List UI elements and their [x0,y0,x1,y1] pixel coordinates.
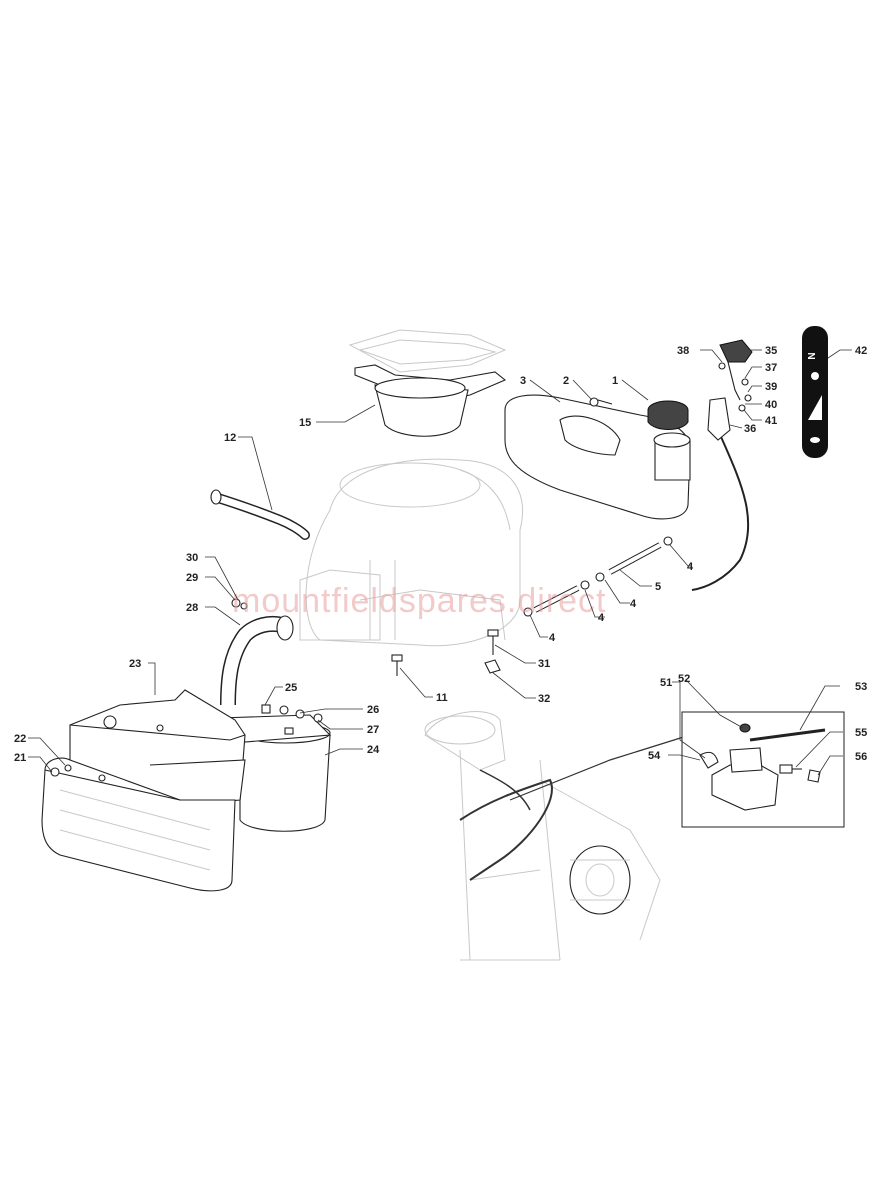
label-41: 41 [765,415,777,427]
label-21: 21 [14,752,26,764]
label-27: 27 [367,724,379,736]
breather-hose [210,489,310,540]
label-22: 22 [14,733,26,745]
label-36: 36 [744,423,756,435]
exhaust-fasteners [231,598,248,610]
label-40: 40 [765,399,777,411]
exhaust-pipe [220,615,294,706]
throttle-cable [691,397,750,591]
label-32: 32 [538,693,550,705]
tank-screw [589,397,613,407]
tractor-ghost-outline [424,711,691,961]
label-51: 51 [660,677,672,689]
engine-ghost-outline [299,329,523,647]
label-29: 29 [186,572,198,584]
label-37: 37 [765,362,777,374]
label-54: 54 [648,750,661,762]
label-23: 23 [129,658,141,670]
label-2: 2 [563,375,569,387]
label-1: 1 [612,375,618,387]
leader-lines [28,349,852,776]
air-filter-housing [354,364,507,437]
front-grille [41,757,236,892]
svg-text:N: N [807,352,818,359]
label-26: 26 [367,704,379,716]
watermark: mountfieldspares.direct [232,582,607,620]
label-38: 38 [677,345,689,357]
fuel-lines [523,536,673,617]
label-30: 30 [186,552,198,564]
label-4b: 4 [630,598,637,610]
throttle-lever [718,339,753,412]
label-25: 25 [285,682,297,694]
solenoid-detail-box [681,711,845,828]
label-56: 56 [855,751,867,763]
engine-bolts [391,629,501,676]
label-5: 5 [655,581,661,593]
label-11: 11 [436,692,448,704]
label-28: 28 [186,602,198,614]
label-4a: 4 [687,561,694,573]
label-39: 39 [765,381,777,393]
muffler-fasteners [261,704,323,735]
label-15: 15 [299,417,311,429]
label-24: 24 [367,744,380,756]
label-4d: 4 [549,632,556,644]
part-labels: 1 2 3 4 4 4 4 5 11 12 15 21 22 23 24 25 … [14,345,867,764]
fuel-tank [504,394,691,520]
throttle-decal: N [802,326,828,458]
label-12: 12 [224,432,236,444]
label-53: 53 [855,681,867,693]
label-55: 55 [855,727,867,739]
label-3: 3 [520,375,526,387]
label-31: 31 [538,658,550,670]
label-52: 52 [678,673,690,685]
fuel-cap [647,400,689,430]
label-4c: 4 [598,612,605,624]
label-35: 35 [765,345,777,357]
label-42: 42 [855,345,867,357]
